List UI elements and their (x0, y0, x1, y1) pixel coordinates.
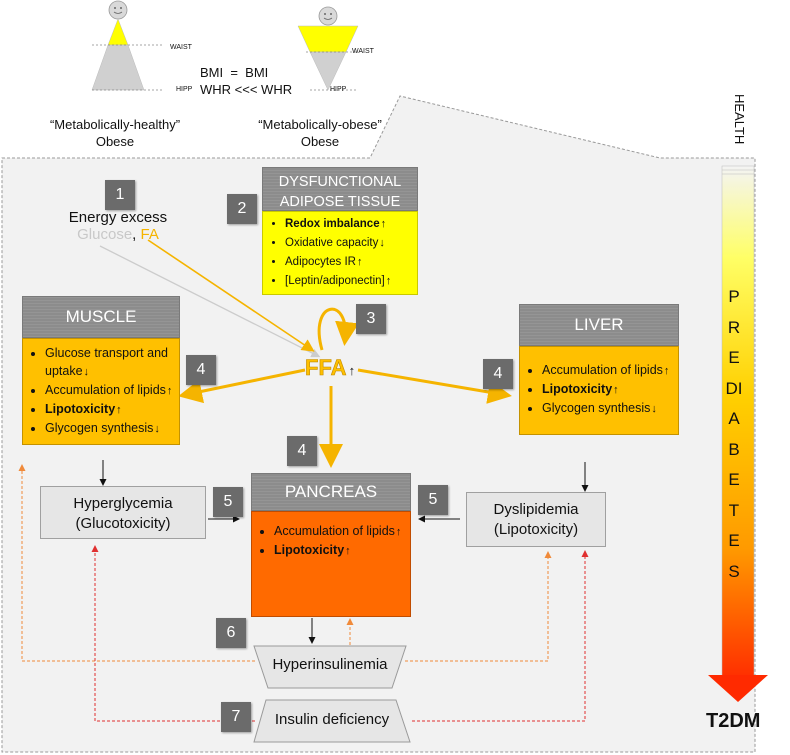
pancreas-item: Lipotoxicity (274, 541, 406, 560)
ffa-label: FFA (305, 355, 347, 381)
step-5-right-badge: 5 (418, 485, 448, 515)
adipose-item: [Leptin/adiponectin] (285, 272, 415, 291)
step-5-left-badge: 5 (213, 487, 243, 517)
muscle-header: MUSCLE (22, 296, 180, 338)
dyslipidemia-box: Dyslipidemia (Lipotoxicity) (466, 492, 606, 547)
adipose-body: Redox imbalance Oxidative capacity Adipo… (262, 211, 418, 295)
adipose-item: Oxidative capacity (285, 234, 415, 253)
fa-label: FA (140, 226, 159, 243)
muscle-box: MUSCLE Glucose transport and uptake Accu… (22, 296, 180, 445)
hyperglycemia-box: Hyperglycemia (Glucotoxicity) (40, 486, 206, 539)
ffa-up-arrow: ↑ (348, 363, 356, 378)
liver-header: LIVER (519, 304, 679, 346)
muscle-item: Glucose transport and uptake (45, 344, 175, 381)
glucose-label: Glucose (77, 226, 133, 243)
bmi-line: BMI = BMI (200, 65, 269, 80)
metabolic-obese-caption: “Metabolically-obese” Obese (258, 117, 382, 149)
liver-body: Accumulation of lipids Lipotoxicity Glyc… (519, 346, 679, 435)
muscle-item: Glycogen synthesis (45, 419, 175, 438)
muscle-item: Accumulation of lipids (45, 381, 175, 400)
pancreas-header: PANCREAS (251, 473, 411, 511)
energy-excess-title: Energy excess (68, 209, 168, 226)
pancreas-item: Accumulation of lipids (274, 522, 406, 541)
adipose-item: Redox imbalance (285, 215, 415, 234)
liver-item: Glycogen synthesis (542, 399, 674, 418)
insulin-deficiency-shape (253, 699, 411, 743)
step-4-muscle-badge: 4 (186, 355, 216, 385)
step-4-liver-badge: 4 (483, 359, 513, 389)
pancreas-box: PANCREAS Accumulation of lipids Lipotoxi… (251, 473, 411, 617)
hyperinsulinemia-shape (253, 645, 407, 689)
liver-box: LIVER Accumulation of lipids Lipotoxicit… (519, 304, 679, 435)
whr-line: WHR <<< WHR (200, 82, 293, 97)
healthy-body-figure (91, 0, 162, 91)
adipose-item: Adipocytes IR (285, 253, 415, 272)
step-2-badge: 2 (227, 194, 257, 224)
pancreas-body: Accumulation of lipids Lipotoxicity (251, 511, 411, 617)
t2dm-label: T2DM (706, 710, 761, 732)
muscle-item: Lipotoxicity (45, 400, 175, 419)
ffa-node: FFA↑ (305, 355, 355, 381)
adipose-header: DYSFUNCTIONAL ADIPOSE TISSUE (262, 167, 418, 211)
obese-hipp-label: HIPP (330, 86, 347, 93)
healthy-waist-label: WAIST (170, 44, 192, 51)
step-3-badge: 3 (356, 304, 386, 334)
muscle-body: Glucose transport and uptake Accumulatio… (22, 338, 180, 445)
step-7-badge: 7 (221, 702, 251, 732)
energy-excess: Energy excess Glucose, FA (48, 209, 188, 243)
liver-item: Accumulation of lipids (542, 361, 674, 380)
step-4-pancreas-badge: 4 (287, 436, 317, 466)
step-1-badge: 1 (105, 180, 135, 210)
obese-body-figure (297, 6, 359, 91)
step-6-badge: 6 (216, 618, 246, 648)
adipose-tissue-box: DYSFUNCTIONAL ADIPOSE TISSUE Redox imbal… (262, 167, 418, 295)
hyperinsulinemia-label: Hyperinsulinemia (272, 656, 388, 673)
health-gradient-arrow (708, 165, 768, 702)
healthy-obese-caption: “Metabolically-healthy” Obese (49, 117, 181, 149)
bmi-comparison: BMI = BMI WHR <<< WHR (200, 64, 292, 98)
prediabetes-label: PREDIABETES (725, 287, 743, 581)
healthy-hipp-label: HIPP (176, 86, 193, 93)
insulin-deficiency-label: Insulin deficiency (274, 711, 390, 728)
liver-item: Lipotoxicity (542, 380, 674, 399)
obese-waist-label: WAIST (352, 48, 374, 55)
